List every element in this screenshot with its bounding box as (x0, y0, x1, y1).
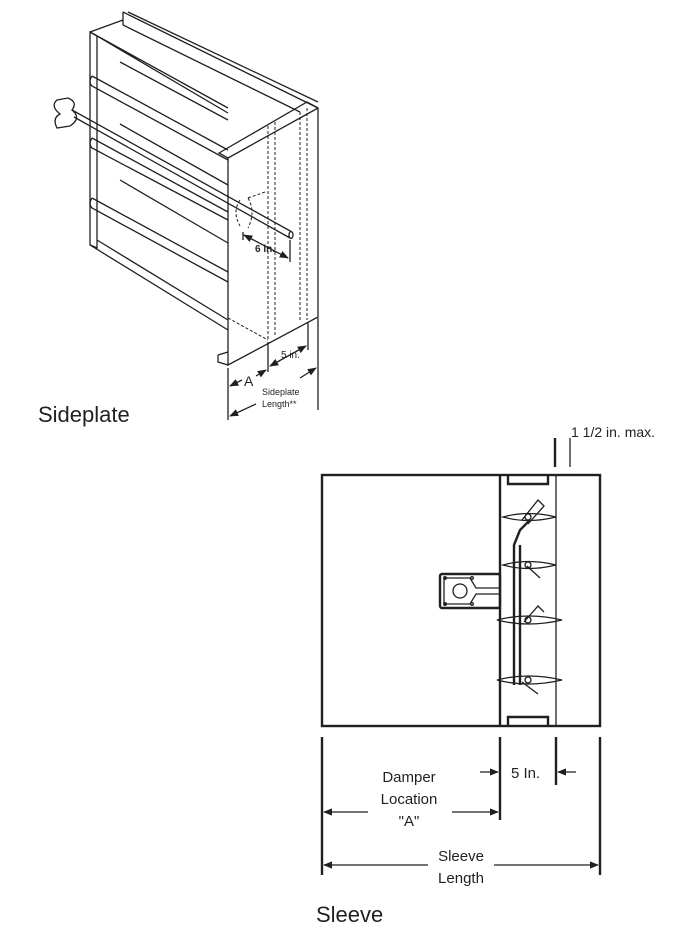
actuator-bracket-icon (53, 97, 78, 129)
dim-5in: 5 in. (281, 350, 300, 361)
damper-location-3: "A" (399, 813, 420, 830)
blade-linkage (496, 499, 563, 695)
dim-5in-sleeve: 5 In. (511, 765, 540, 782)
dim-sideplate-length-1: Sideplate (262, 387, 300, 397)
actuator-plate-icon (438, 572, 502, 610)
bottom-rail (89, 239, 229, 331)
sideplate-drawing: 6 in. 5 in. A Sideplate Length** (53, 11, 319, 420)
blades (89, 61, 229, 283)
damper-location-1: Damper (382, 769, 435, 786)
dim-max: 1 1/2 in. max. (571, 424, 655, 440)
sleeve-drawing: 1 1/2 in. max. (320, 424, 655, 887)
sleeve-body (320, 473, 602, 728)
top-rail (89, 19, 229, 114)
dim-6in: 6 in. (255, 244, 275, 255)
damper-location-2: Location (381, 791, 438, 808)
sleeve-length-1: Sleeve (438, 848, 484, 865)
bottom-tab (506, 715, 550, 726)
dim-a: A (244, 373, 254, 389)
sleeve-length-2: Length (438, 870, 484, 887)
frame-top (122, 11, 319, 113)
shaft (71, 109, 293, 239)
dim-sideplate-length-2: Length** (262, 399, 297, 409)
sleeve-caption: Sleeve (316, 902, 383, 927)
sideplate-caption: Sideplate (38, 402, 130, 427)
top-tab (506, 476, 550, 486)
